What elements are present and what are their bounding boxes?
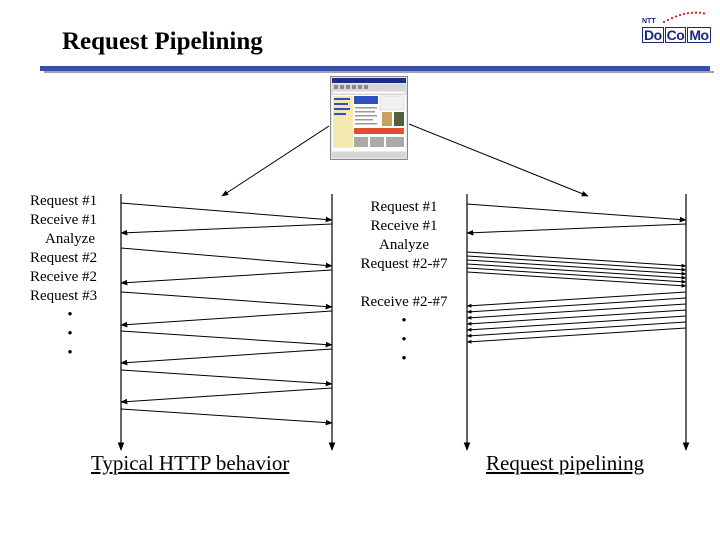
logo-ntt-text: NTT (642, 18, 656, 25)
right-label-analyze: Analyze (379, 237, 429, 253)
caption-request-pipelining: Request pipelining (486, 451, 645, 475)
right-ellipsis-dot: • (401, 332, 407, 348)
right-label-spacer (352, 274, 456, 293)
left-label-receive-2: Receive #2 (30, 269, 98, 285)
left-ellipsis-dot: • (67, 326, 73, 342)
browser-to-right-arrow (408, 123, 589, 197)
left-label-receive-1: Receive #1 (30, 212, 98, 228)
left-label-request-1: Request #1 (30, 193, 98, 209)
browser-window-icon (330, 76, 408, 160)
left-label-analyze: Analyze (45, 231, 95, 247)
right-messages (466, 203, 687, 344)
left-ellipsis-dot: • (67, 307, 73, 323)
title-rule (40, 66, 710, 71)
right-step-labels: Request #1 Receive #1 Analyze Request #2… (352, 198, 456, 369)
left-label-request-3: Request #3 (30, 288, 98, 304)
left-ellipsis-dot: • (67, 345, 73, 361)
logo-dots-icon (662, 11, 706, 24)
right-label-request-2-7: Request #2-#7 (360, 256, 448, 272)
caption-typical-http: Typical HTTP behavior (91, 451, 290, 475)
left-messages (120, 202, 333, 426)
right-label-request-1: Request #1 (370, 199, 438, 215)
title-rule-shadow (44, 71, 714, 73)
browser-to-left-arrow (221, 125, 330, 197)
right-ellipsis-dot: • (401, 351, 407, 367)
right-label-receive-2-7: Receive #2-#7 (360, 294, 448, 310)
right-label-receive-1: Receive #1 (370, 218, 438, 234)
page-title: Request Pipelining (62, 28, 263, 55)
left-label-request-2: Request #2 (30, 250, 98, 266)
right-ellipsis-dot: • (401, 313, 407, 329)
left-step-labels: Request #1 Receive #1 Analyze Request #2… (30, 192, 110, 363)
